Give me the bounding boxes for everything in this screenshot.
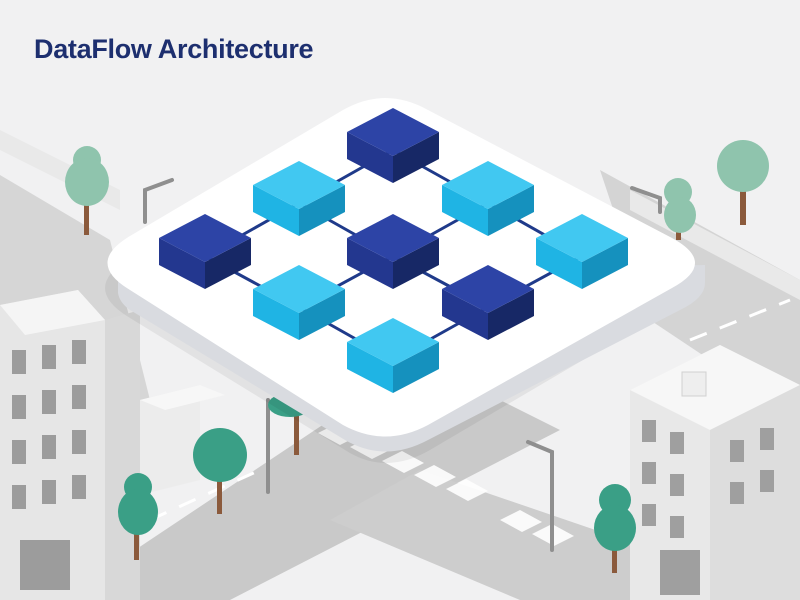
flow-node-n1: [347, 108, 439, 183]
tree-bottom-right: [594, 484, 636, 573]
flow-node-n2: [253, 161, 345, 236]
flow-node-n8: [442, 265, 534, 340]
flow-nodes: [159, 108, 628, 393]
tree-right-small: [664, 178, 696, 240]
tree-top-left: [65, 146, 109, 235]
flow-node-n5: [347, 214, 439, 289]
tree-bottom-left: [118, 473, 158, 560]
flow-node-n6: [536, 214, 628, 289]
flow-node-n4: [159, 214, 251, 289]
building-right: [630, 345, 800, 600]
page-title: DataFlow Architecture: [34, 34, 314, 64]
lamp-right-top: [630, 186, 662, 214]
lamp-right: [526, 440, 554, 552]
tree-top-right: [717, 140, 769, 225]
street-lamps: [143, 178, 662, 552]
flow-node-n9: [347, 318, 439, 393]
flow-node-n3: [442, 161, 534, 236]
building-left: [0, 290, 225, 600]
flow-node-n7: [253, 265, 345, 340]
lane-marks: [149, 298, 791, 522]
tree-center: [193, 428, 247, 514]
lamp-left: [143, 178, 174, 224]
